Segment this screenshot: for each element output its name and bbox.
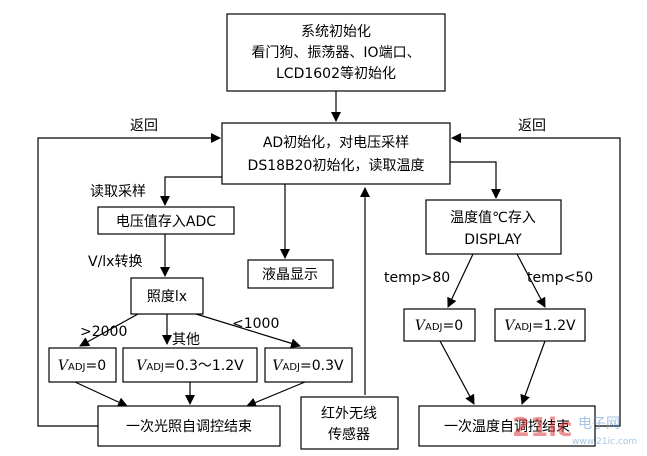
label-read-sample: 读取采样 bbox=[90, 183, 146, 200]
watermark-logo: 21ic 电子网 www.21ic.com bbox=[512, 413, 637, 447]
label-other: 其他 bbox=[172, 332, 200, 348]
arrow-return-left bbox=[37, 133, 221, 427]
arrow-vadj0-to-end bbox=[74, 381, 128, 407]
temp-store-line2: DISPLAY bbox=[464, 232, 522, 248]
vadj-mid-label: VADJ=0.3～1.2V bbox=[136, 358, 244, 374]
arrow-tvadj0-to-end bbox=[439, 340, 475, 405]
arrow-lux-to-vadjlow bbox=[195, 313, 301, 349]
voltage-store-text: 电压值存入ADC bbox=[116, 214, 216, 230]
temp-vadj-0-label: VADJ=0 bbox=[415, 318, 463, 334]
init-line1: 系统初始化 bbox=[301, 23, 371, 40]
box-vadj-0 bbox=[48, 347, 117, 383]
light-end-text: 一次光照自调控结束 bbox=[126, 419, 252, 435]
vadj-0-label: VADJ=0 bbox=[58, 358, 106, 374]
ir-line2: 传感器 bbox=[328, 426, 370, 443]
arrow-tvadj12-to-end bbox=[520, 340, 546, 405]
vadj-low-label: VADJ=0.3V bbox=[272, 358, 344, 374]
arrow-lux-to-vadj0 bbox=[79, 313, 139, 347]
box-temp-vadj-0 bbox=[403, 308, 476, 342]
box-lcd-display bbox=[247, 259, 334, 289]
init-line2: 看门狗、振荡器、IO端口、 bbox=[251, 45, 420, 61]
ad-line1: AD初始化，对电压采样 bbox=[263, 134, 409, 151]
ad-line2: DS18B20初始化，读取温度 bbox=[248, 157, 425, 174]
watermark-cn-text: 电子网 bbox=[578, 416, 620, 432]
init-line3: LCD1602等初始化 bbox=[276, 65, 396, 82]
box-light-end bbox=[97, 405, 281, 447]
box-lux bbox=[130, 277, 204, 315]
ir-line1: 红外无线 bbox=[321, 406, 377, 422]
label-convert: V/lx转换 bbox=[88, 253, 142, 270]
arrow-ad-to-voltage bbox=[160, 176, 222, 206]
lux-text: 照度lx bbox=[147, 289, 187, 305]
temp-vadj-12-label: VADJ=1.2V bbox=[504, 318, 576, 334]
arrow-ad-to-temp bbox=[450, 161, 501, 199]
box-voltage-store bbox=[97, 206, 235, 235]
label-lt1000: <1000 bbox=[232, 316, 279, 332]
box-ir-sensor bbox=[300, 396, 399, 450]
arrow-vadjlow-to-end bbox=[246, 381, 306, 408]
label-temp-gt80: temp>80 bbox=[384, 270, 450, 286]
label-gt2000: >2000 bbox=[80, 324, 127, 340]
box-vadj-low bbox=[264, 347, 353, 383]
arrow-return-right bbox=[451, 133, 621, 427]
arrow-temp-to-tvadj12 bbox=[516, 253, 546, 308]
box-temp-end bbox=[418, 405, 596, 447]
label-return-right: 返回 bbox=[518, 118, 546, 134]
watermark-url-text: www.21ic.com bbox=[572, 437, 637, 447]
box-vadj-mid bbox=[122, 347, 258, 383]
temp-end-text: 一次温度自调控结束 bbox=[444, 419, 570, 435]
watermark-logo-text: 21ic bbox=[512, 413, 573, 443]
arrow-temp-to-tvadj0 bbox=[447, 253, 474, 308]
box-system-init bbox=[226, 13, 446, 92]
temp-store-line1: 温度值℃存入 bbox=[450, 210, 536, 226]
label-return-left: 返回 bbox=[130, 118, 158, 134]
box-temp-vadj-12 bbox=[494, 308, 586, 342]
box-temp-store bbox=[425, 199, 562, 255]
connectors bbox=[37, 91, 621, 427]
lcd-text: 液晶显示 bbox=[262, 267, 318, 283]
label-temp-lt50: temp<50 bbox=[527, 270, 593, 286]
box-ad-init bbox=[221, 122, 451, 185]
